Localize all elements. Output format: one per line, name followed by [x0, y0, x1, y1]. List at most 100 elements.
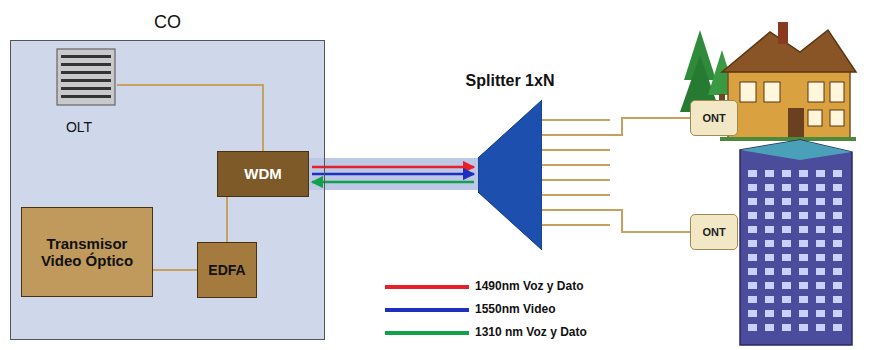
building-window: [816, 296, 825, 303]
legend-label: 1310 nm Voz y Dato: [475, 326, 587, 340]
legend-label: 1490nm Voz y Dato: [475, 280, 583, 294]
building-window: [799, 198, 808, 205]
downstream-data-arrow: [312, 166, 474, 169]
building-window: [748, 296, 757, 303]
edfa-box: EDFA: [197, 242, 257, 298]
building-window: [765, 198, 774, 205]
node-label: Transmisor Video Óptico: [28, 235, 146, 270]
legend-entry: 1490nm Voz y Dato: [385, 280, 583, 294]
building-window: [816, 254, 825, 261]
building-window: [748, 240, 757, 247]
building-window: [816, 310, 825, 317]
building-window: [765, 184, 774, 191]
building-window: [782, 212, 791, 219]
building-window: [799, 212, 808, 219]
building-window: [816, 240, 825, 247]
building-window: [833, 282, 842, 289]
building-window: [748, 268, 757, 275]
building-window: [765, 324, 774, 331]
building-window: [833, 324, 842, 331]
building-window: [799, 240, 808, 247]
node-label: ONT: [702, 112, 725, 125]
optical-splitter: Splitter 1xN: [478, 72, 542, 252]
building-illustration: [740, 140, 852, 345]
building-window: [782, 296, 791, 303]
splitter-output-fiber: [540, 119, 610, 121]
building-window: [799, 296, 808, 303]
ont-terminal: ONT: [690, 100, 738, 136]
building-window: [799, 254, 808, 261]
upstream-data-arrow: [312, 181, 474, 184]
olt-slot: [61, 87, 111, 90]
node-label: CO: [154, 12, 181, 33]
fiber-link: [226, 197, 228, 242]
building-window: [833, 296, 842, 303]
splitter-output-fiber: [540, 194, 610, 196]
olt-equipment: OLT: [41, 47, 117, 135]
building-window: [748, 170, 757, 177]
building-window: [765, 310, 774, 317]
splitter-output-fiber: [540, 149, 610, 151]
building-window: [799, 226, 808, 233]
building-window: [782, 282, 791, 289]
ont-terminal: ONT: [690, 214, 738, 250]
legend-entry: 1550nm Video: [385, 303, 555, 317]
building-window: [816, 170, 825, 177]
building-window: [816, 324, 825, 331]
node-label: EDFA: [208, 262, 245, 278]
fiber-link: [117, 85, 263, 151]
building-window: [748, 184, 757, 191]
video-transmitter-box: Transmisor Video Óptico: [21, 207, 153, 297]
node-label: WDM: [244, 165, 282, 182]
splitter-output-fiber: [540, 179, 610, 181]
building-window: [833, 198, 842, 205]
building-window: [799, 268, 808, 275]
legend-swatch: [385, 285, 469, 289]
building-window: [748, 310, 757, 317]
building-window: [799, 324, 808, 331]
building-window: [833, 184, 842, 191]
olt-slot: [61, 71, 111, 74]
building-window: [816, 184, 825, 191]
splitter-output-fiber: [540, 164, 610, 166]
fiber-link: [540, 210, 690, 232]
olt-slot: [61, 95, 111, 98]
building-window: [765, 268, 774, 275]
building-window: [765, 212, 774, 219]
node-label: Splitter 1xN: [466, 72, 555, 90]
fiber-link: [153, 269, 197, 271]
video-arrow: [312, 173, 474, 176]
building-window: [833, 226, 842, 233]
building-window: [782, 170, 791, 177]
legend-swatch: [385, 331, 469, 335]
co-ground: [10, 40, 325, 340]
building-window: [816, 212, 825, 219]
house-illustration: [720, 22, 856, 141]
feeder-fiber: [309, 158, 478, 190]
co-fill: [10, 40, 325, 340]
building-window: [765, 282, 774, 289]
building-window: [765, 296, 774, 303]
building-window: [782, 324, 791, 331]
building-window: [782, 226, 791, 233]
building-window: [799, 310, 808, 317]
building-window: [782, 268, 791, 275]
wdm-box: WDM: [217, 151, 309, 197]
node-label: OLT: [66, 119, 92, 135]
building-window: [833, 212, 842, 219]
building-window: [799, 170, 808, 177]
building-window: [799, 282, 808, 289]
building-window: [816, 226, 825, 233]
building-window: [833, 254, 842, 261]
splitter-shape: [478, 72, 542, 252]
node-label: ONT: [702, 226, 725, 239]
building-window: [765, 240, 774, 247]
splitter-output-fiber: [540, 224, 610, 226]
splitter-body: [478, 100, 542, 250]
central-office: COOLTWDMTransmisor Video ÓpticoEDFA: [10, 40, 325, 340]
building-window: [799, 184, 808, 191]
building-window: [748, 212, 757, 219]
building-window: [765, 170, 774, 177]
